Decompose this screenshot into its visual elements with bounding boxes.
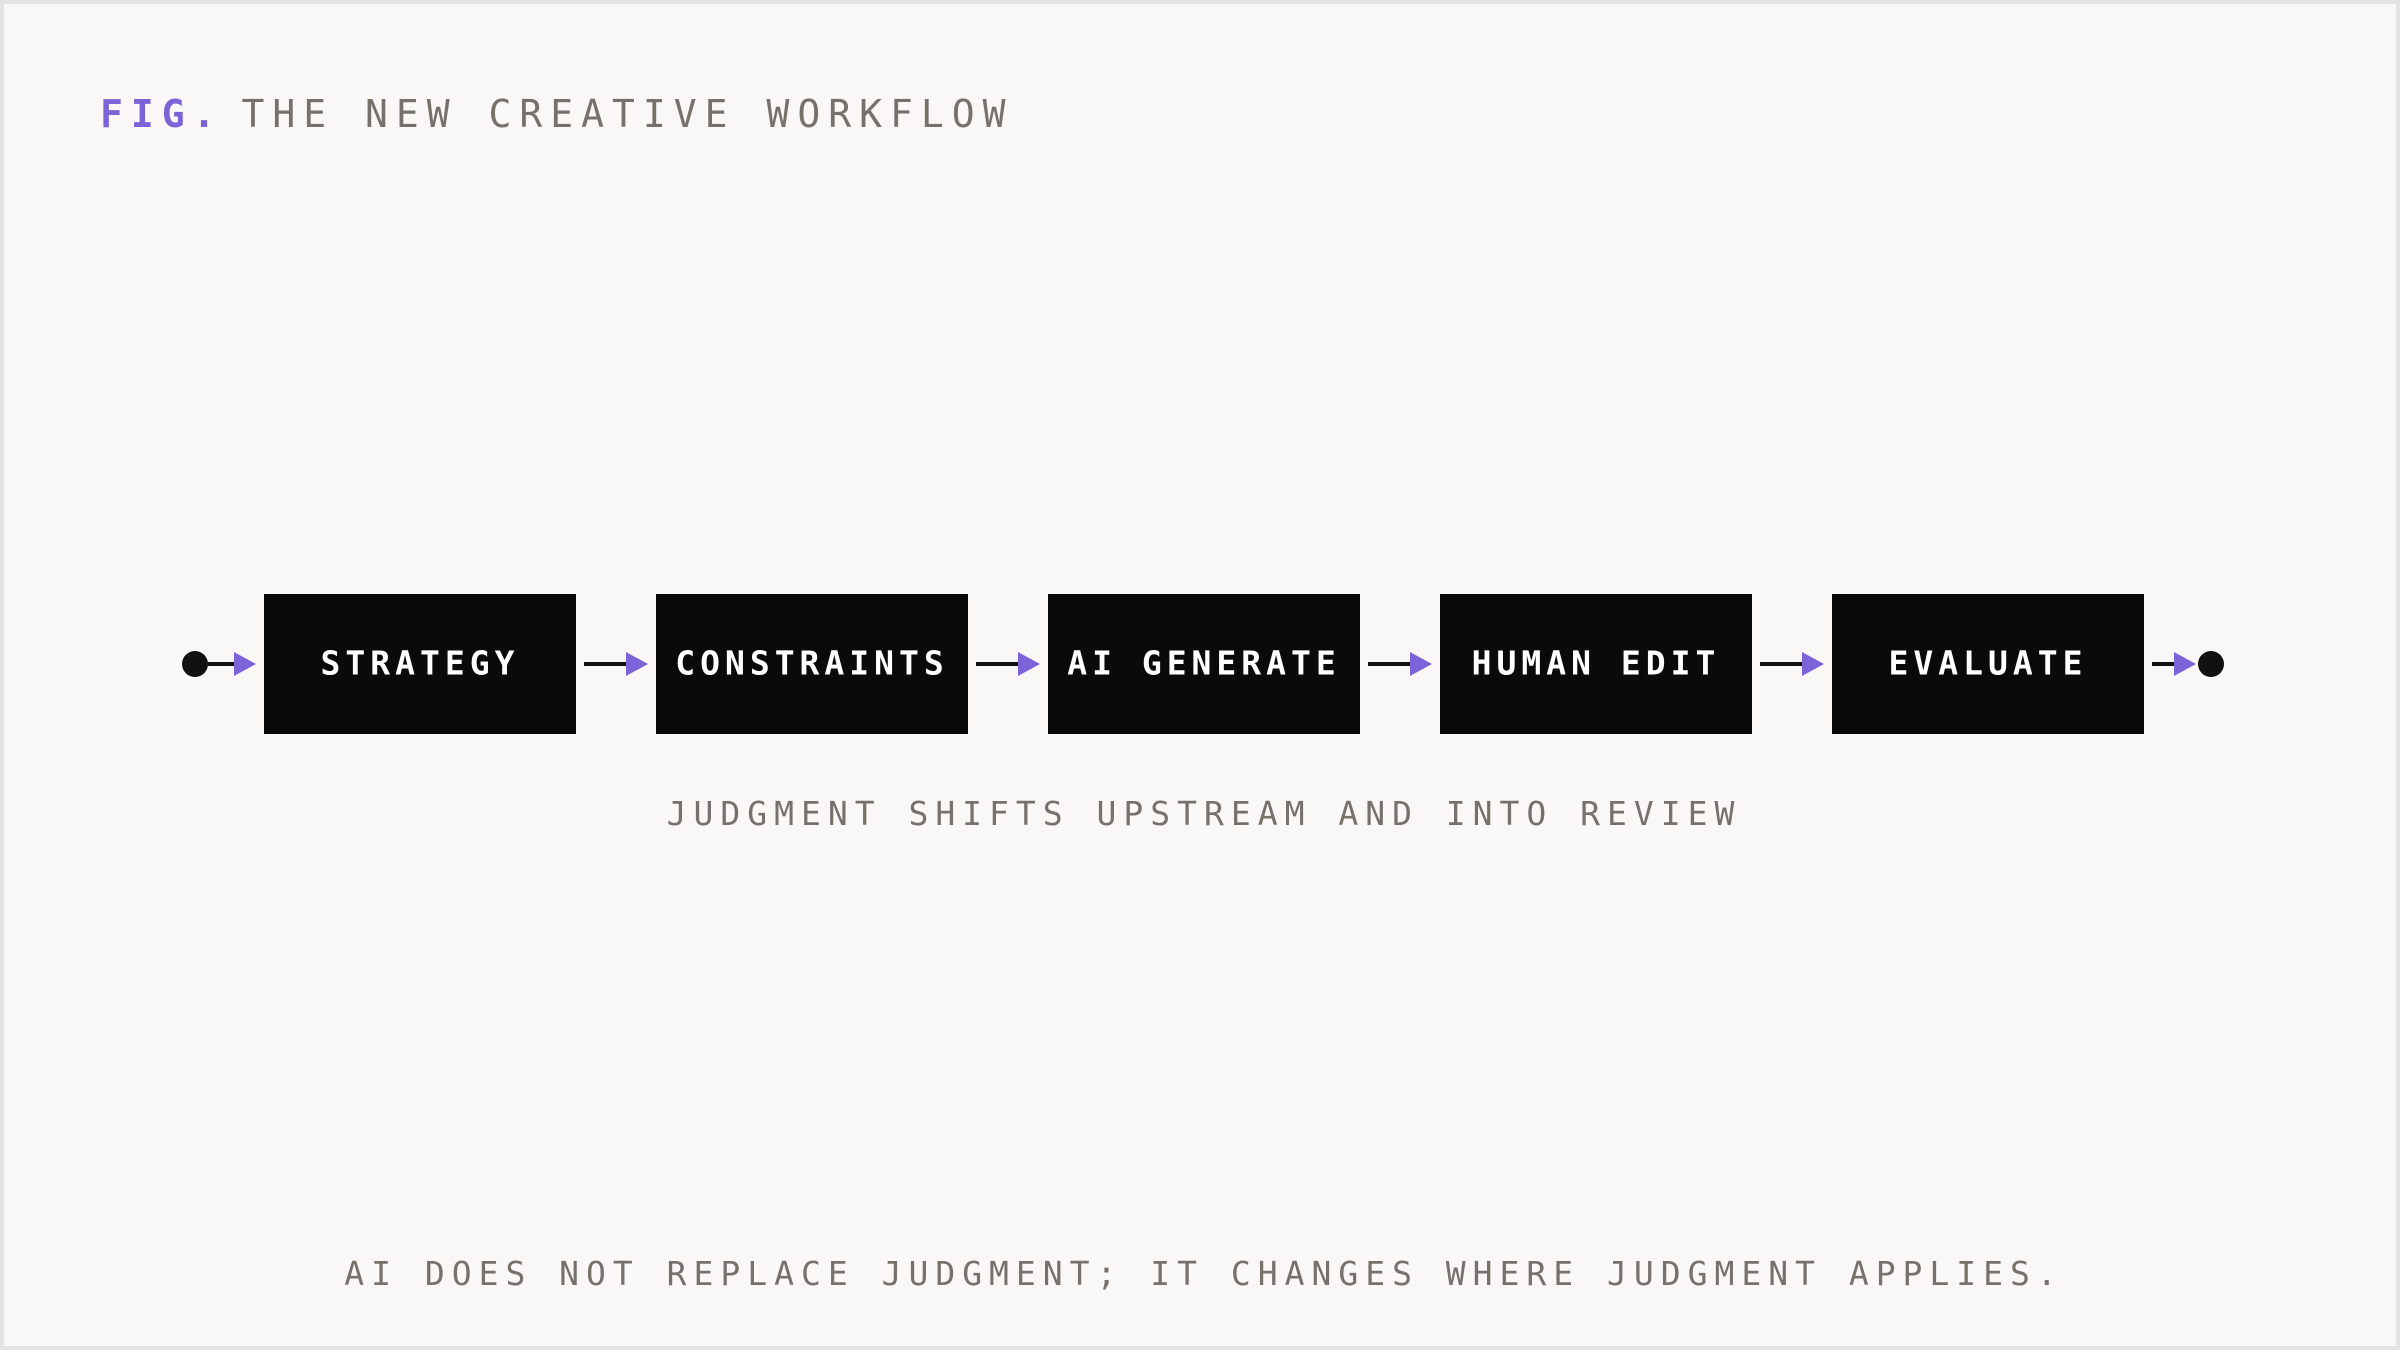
workflow-diagram: STRATEGY CONSTRAINTS AI GENERATE HUMAN EDIT… bbox=[182, 594, 2224, 734]
step-box bbox=[1440, 594, 1752, 734]
step-label: CONSTRAINTS bbox=[675, 644, 949, 683]
diagram-caption: JUDGMENT SHIFTS UPSTREAM AND INTO REVIEW bbox=[666, 794, 1742, 833]
step-label: STRATEGY bbox=[321, 644, 520, 683]
step-label: EVALUATE bbox=[1889, 644, 2088, 683]
step-box bbox=[264, 594, 576, 734]
arrow-connector-head bbox=[626, 652, 648, 676]
step-label: AI GENERATE bbox=[1067, 644, 1341, 683]
step-label: HUMAN EDIT bbox=[1472, 644, 1721, 683]
arrow-start-head bbox=[234, 652, 256, 676]
step-box bbox=[1048, 594, 1360, 734]
arrow-connector-head bbox=[1802, 652, 1824, 676]
arrow-connector-head bbox=[1018, 652, 1040, 676]
arrow-connector-head bbox=[1410, 652, 1432, 676]
step-box bbox=[1832, 594, 2144, 734]
start-node bbox=[182, 651, 208, 677]
arrow-end-head bbox=[2174, 652, 2196, 676]
footer-note: AI DOES NOT REPLACE JUDGMENT; IT CHANGES… bbox=[344, 1254, 2064, 1293]
end-node bbox=[2198, 651, 2224, 677]
figure-title-text: THE NEW CREATIVE WORKFLOW bbox=[241, 92, 1014, 136]
figure-title: FIG. THE NEW CREATIVE WORKFLOW bbox=[100, 94, 1013, 134]
step-box bbox=[656, 594, 968, 734]
figure-prefix: FIG. bbox=[100, 92, 224, 136]
